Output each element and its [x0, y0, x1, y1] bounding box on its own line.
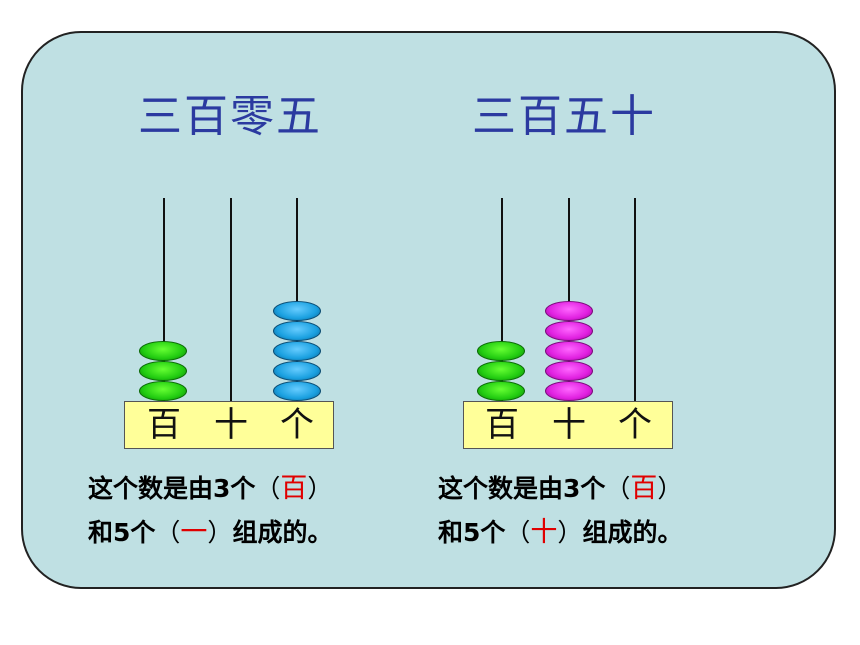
- caption-text: 和5个: [438, 518, 506, 547]
- paren-close: ）: [307, 474, 333, 503]
- paren-open: （: [505, 518, 531, 547]
- number-title-left: 三百零五: [138, 91, 322, 142]
- number-title-right: 三百五十: [472, 91, 656, 142]
- caption-text: 和5个: [88, 518, 156, 547]
- answer-text: 百: [280, 473, 308, 504]
- bead-hundreds: [139, 341, 187, 361]
- paren-close: ）: [657, 474, 683, 503]
- place-label-ones: 个: [280, 405, 314, 445]
- paren-open: （: [155, 518, 181, 547]
- place-label-tens: 十: [552, 405, 586, 445]
- caption-left-line2: 和5个（一）组成的。: [88, 510, 332, 549]
- paren-open: （: [255, 474, 281, 503]
- bead-hundreds: [477, 361, 525, 381]
- place-label-tens: 十: [214, 405, 248, 445]
- place-label-hundreds: 百: [485, 405, 519, 445]
- bead-ones: [273, 341, 321, 361]
- paren-close: ）: [557, 518, 583, 547]
- rod-ones: [634, 198, 636, 403]
- paren-close: ）: [207, 518, 233, 547]
- rod-tens: [230, 198, 232, 403]
- caption-left-line1: 这个数是由3个（百）: [88, 466, 332, 505]
- caption-right-line2: 和5个（十）组成的。: [438, 510, 682, 549]
- caption-right-line1: 这个数是由3个（百）: [438, 466, 682, 505]
- bead-tens: [545, 301, 593, 321]
- caption-text: 组成的。: [582, 518, 683, 547]
- bead-tens: [545, 361, 593, 381]
- place-label-hundreds: 百: [147, 405, 181, 445]
- bead-tens: [545, 321, 593, 341]
- bead-hundreds: [477, 341, 525, 361]
- caption-text: 这个数是由3个: [438, 474, 606, 503]
- bead-hundreds: [477, 381, 525, 401]
- answer-text: 百: [630, 473, 658, 504]
- rod-hundreds: [163, 198, 165, 403]
- bead-ones: [273, 361, 321, 381]
- bead-ones: [273, 301, 321, 321]
- answer-text: 一: [180, 517, 208, 548]
- bead-tens: [545, 381, 593, 401]
- bead-hundreds: [139, 381, 187, 401]
- bead-tens: [545, 341, 593, 361]
- bead-ones: [273, 381, 321, 401]
- abacus-base: [124, 401, 334, 449]
- abacus-base: [463, 401, 673, 449]
- rod-hundreds: [501, 198, 503, 403]
- background-panel: [21, 31, 836, 589]
- bead-ones: [273, 321, 321, 341]
- caption-text: 这个数是由3个: [88, 474, 256, 503]
- answer-text: 十: [530, 517, 558, 548]
- place-label-ones: 个: [618, 405, 652, 445]
- paren-open: （: [605, 474, 631, 503]
- bead-hundreds: [139, 361, 187, 381]
- caption-text: 组成的。: [232, 518, 333, 547]
